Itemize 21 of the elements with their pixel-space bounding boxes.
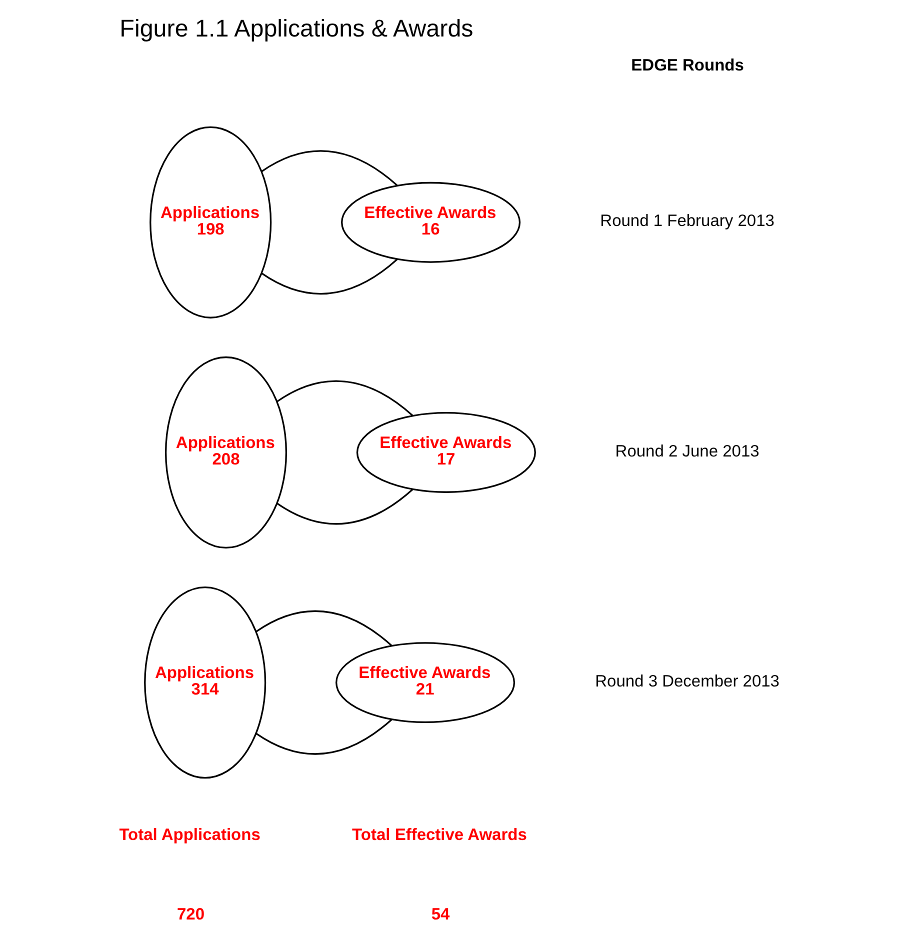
label: 54 xyxy=(430,905,450,924)
connector xyxy=(260,150,398,186)
node-ellipse: Applications 314 xyxy=(144,586,266,779)
label: Round 3 December 2013 xyxy=(594,672,779,690)
label: Round 1 February 2013 xyxy=(600,212,774,230)
label: Total Effective Awards xyxy=(352,826,526,844)
label: Round 2 June 2013 xyxy=(614,442,759,460)
node-ellipse: Effective Awards 16 xyxy=(340,182,520,263)
connector xyxy=(255,610,392,646)
connector xyxy=(255,718,392,755)
node-ellipse: Effective Awards 17 xyxy=(356,412,536,493)
label: 720 xyxy=(176,905,204,924)
connector xyxy=(276,380,413,416)
diagram-title: Figure 1.1 Applications & Awards xyxy=(119,15,473,42)
label: Total Applications xyxy=(118,826,260,844)
connector xyxy=(276,488,413,525)
node-ellipse: Applications 208 xyxy=(164,356,287,549)
label: EDGE Rounds xyxy=(630,56,744,74)
connector xyxy=(260,258,398,295)
node-ellipse: Applications 198 xyxy=(149,126,272,318)
node-ellipse: Effective Awards 21 xyxy=(335,642,515,724)
